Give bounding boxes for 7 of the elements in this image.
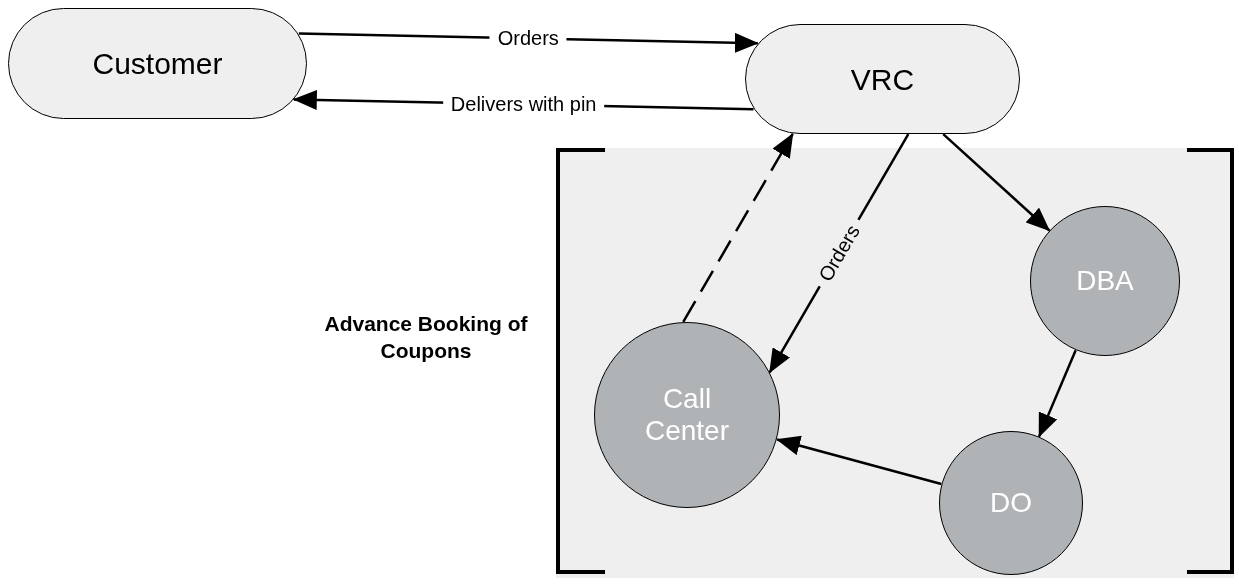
arrow [682, 132, 794, 323]
arrow [776, 435, 942, 486]
terminal-pill: Customer [8, 8, 307, 119]
arrow [1037, 349, 1077, 438]
terminal-pill: VRC [745, 24, 1020, 134]
arrow [942, 133, 1051, 232]
group-heading: Advance Booking of Coupons [323, 311, 529, 365]
